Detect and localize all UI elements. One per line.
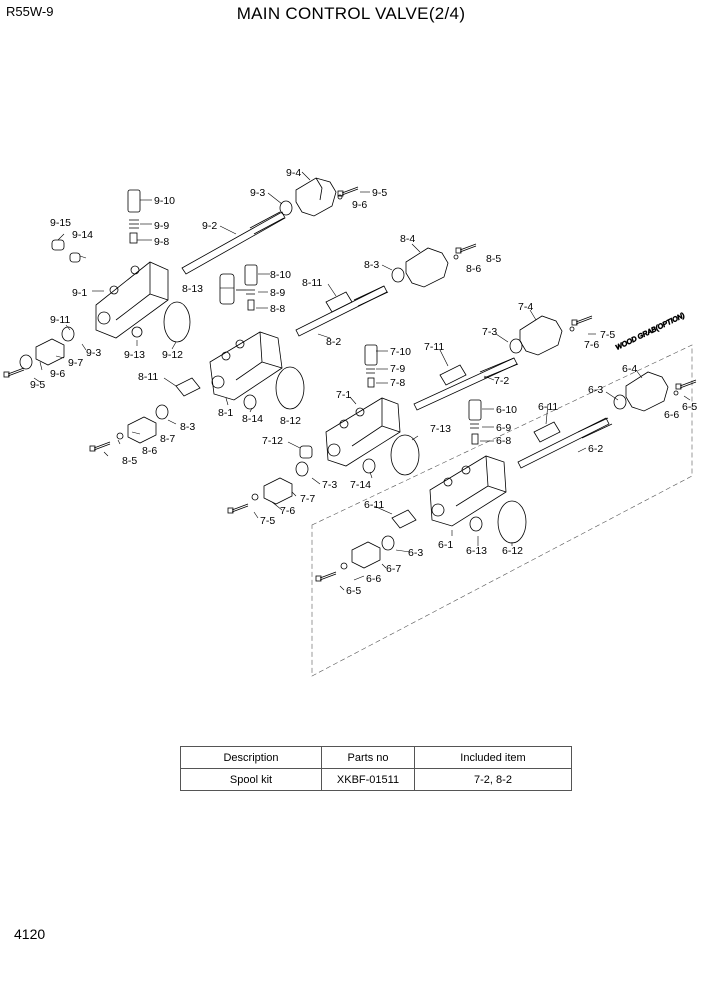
option-note: WOOD GRAB(OPTION) — [615, 312, 686, 352]
label-6-4: 6-4 — [622, 363, 637, 375]
label-6-12: 6-12 — [502, 545, 523, 557]
table-cell: 7-2, 8-2 — [414, 768, 572, 791]
label-9-2: 9-2 — [202, 220, 217, 232]
label-8-4: 8-4 — [400, 233, 415, 245]
label-8-3: 8-3 — [364, 259, 379, 271]
label-9-4: 9-4 — [286, 167, 301, 179]
label-7-3b: 7-3 — [322, 479, 337, 491]
label-7-6b: 7-6 — [280, 505, 295, 517]
label-6-6: 6-6 — [664, 409, 679, 421]
label-7-9: 7-9 — [390, 363, 405, 375]
label-6-1: 6-1 — [438, 539, 453, 551]
section-6 — [315, 371, 697, 582]
option-boundary — [311, 344, 693, 677]
label-8-3b: 8-3 — [180, 421, 195, 433]
table-row: Spool kit XKBF-01511 7-2, 8-2 — [180, 768, 572, 791]
label-9-3: 9-3 — [250, 187, 265, 199]
label-8-8: 8-8 — [270, 303, 285, 315]
label-8-9: 8-9 — [270, 287, 285, 299]
label-7-13: 7-13 — [430, 423, 451, 435]
label-6-2: 6-2 — [588, 443, 603, 455]
label-6-5: 6-5 — [682, 401, 697, 413]
model-name: R55W-9 — [6, 4, 54, 19]
label-8-5: 8-5 — [486, 253, 501, 265]
label-8-2: 8-2 — [326, 336, 341, 348]
label-9-1: 9-1 — [72, 287, 87, 299]
label-7-11: 7-11 — [424, 341, 444, 353]
table-header: Included item — [414, 746, 572, 769]
label-7-8: 7-8 — [390, 377, 405, 389]
label-7-14: 7-14 — [350, 479, 371, 491]
label-8-6: 8-6 — [466, 263, 481, 275]
label-9-3b: 9-3 — [86, 347, 101, 359]
label-9-8: 9-8 — [154, 236, 169, 248]
label-7-3: 7-3 — [482, 326, 497, 338]
label-7-6: 7-6 — [584, 339, 599, 351]
part-labels: 9-4 9-3 9-5 9-6 9-10 9-9 9-8 9-2 9-15 9-… — [30, 167, 697, 597]
label-8-11b: 8-11 — [138, 371, 158, 383]
label-8-7: 8-7 — [160, 433, 175, 445]
label-6-7: 6-7 — [386, 563, 401, 575]
parts-table: Description Parts no Included item Spool… — [180, 746, 572, 791]
label-9-6: 9-6 — [352, 199, 367, 211]
label-8-12: 8-12 — [280, 415, 301, 427]
exploded-parts-diagram: WOOD GRAB(OPTION) 9-4 9-3 9-5 9-6 9-10 9… — [3, 167, 697, 677]
label-6-8: 6-8 — [496, 435, 511, 447]
label-9-14: 9-14 — [72, 229, 93, 241]
table-header: Description — [180, 746, 322, 769]
table-cell: Spool kit — [180, 768, 322, 791]
label-7-12: 7-12 — [262, 435, 283, 447]
label-8-11: 8-11 — [302, 277, 322, 289]
label-6-13: 6-13 — [466, 545, 487, 557]
label-8-13: 8-13 — [182, 283, 203, 295]
label-9-6b: 9-6 — [50, 368, 65, 380]
label-6-6b: 6-6 — [366, 573, 381, 585]
label-6-11b: 6-11 — [364, 499, 384, 511]
label-6-3: 6-3 — [588, 384, 603, 396]
label-9-13: 9-13 — [124, 349, 145, 361]
label-9-11: 9-11 — [50, 314, 70, 326]
label-7-1: 7-1 — [336, 389, 351, 401]
label-7-10: 7-10 — [390, 346, 411, 358]
section-8 — [89, 243, 477, 452]
label-7-2: 7-2 — [494, 375, 509, 387]
label-9-15: 9-15 — [50, 217, 71, 229]
label-9-10: 9-10 — [154, 195, 175, 207]
page-title: MAIN CONTROL VALVE(2/4) — [236, 4, 466, 23]
label-6-9: 6-9 — [496, 422, 511, 434]
label-6-5b: 6-5 — [346, 585, 361, 597]
label-9-9: 9-9 — [154, 220, 169, 232]
table-cell: XKBF-01511 — [321, 768, 415, 791]
label-9-7: 9-7 — [68, 357, 83, 369]
label-8-14: 8-14 — [242, 413, 263, 425]
table-header: Parts no — [321, 746, 415, 769]
section-7 — [227, 315, 593, 514]
label-7-4: 7-4 — [518, 301, 533, 313]
label-7-7: 7-7 — [300, 493, 315, 505]
label-6-11: 6-11 — [538, 401, 558, 413]
label-8-1: 8-1 — [218, 407, 233, 419]
label-8-10: 8-10 — [270, 269, 291, 281]
label-8-5b: 8-5 — [122, 455, 137, 467]
label-9-12: 9-12 — [162, 349, 183, 361]
section-9 — [3, 177, 359, 378]
label-7-5: 7-5 — [600, 329, 615, 341]
leader-lines — [33, 171, 691, 591]
label-8-6b: 8-6 — [142, 445, 157, 457]
page-number: 4120 — [14, 926, 46, 942]
label-6-3b: 6-3 — [408, 547, 423, 559]
label-7-5b: 7-5 — [260, 515, 275, 527]
label-9-5b: 9-5 — [30, 379, 45, 391]
label-6-10: 6-10 — [496, 404, 517, 416]
table-header-row: Description Parts no Included item — [180, 746, 572, 769]
label-9-5: 9-5 — [372, 187, 387, 199]
